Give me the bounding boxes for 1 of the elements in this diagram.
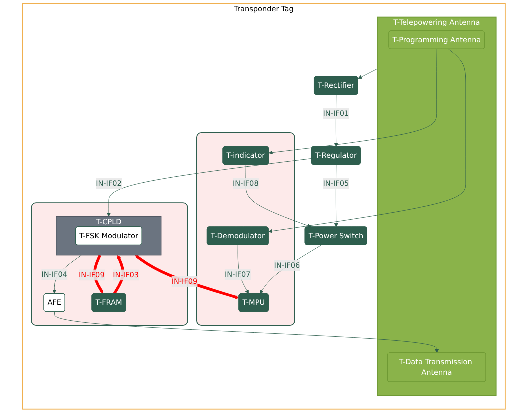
arrow <box>135 255 240 300</box>
